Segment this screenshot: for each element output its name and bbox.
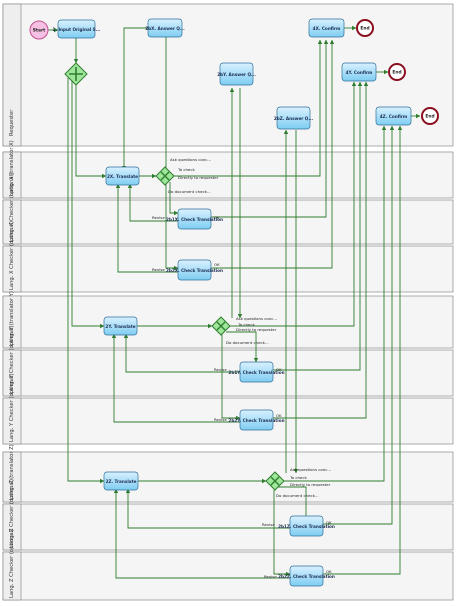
task-translate-y[interactable]: 2Y. Translate (103, 316, 138, 336)
task-label: 2b1Y. Check Translation (228, 370, 284, 375)
end-event-label: End (360, 26, 369, 32)
edge-label-ok: OK (276, 367, 282, 372)
task-label: 4X. Confirm (313, 26, 341, 31)
exclusive-gateway-y[interactable] (211, 316, 231, 336)
task-label: 1. Input Original S... (53, 27, 101, 32)
gateways (64, 62, 285, 491)
task-check2-z[interactable]: 2b2Z. Check Translation (278, 565, 335, 587)
task-check1-z[interactable]: 2b1Z. Check Translation (278, 515, 335, 537)
tasks: 1. Input Original S... 2bX. Answer Q... … (53, 18, 412, 587)
task-check2-x[interactable]: 2b2X. Check Translation (166, 259, 223, 281)
edge-label-ok: OK (214, 215, 220, 220)
task-translate-x[interactable]: 2X. Translate (105, 166, 140, 186)
edge-label-revise: Revise (152, 215, 165, 220)
lane-label: Lang. Y Checker (optional) (9, 325, 15, 394)
task-label: 2b2Y. Check Translation (228, 418, 284, 423)
edge-label-directly: Directly to requester (178, 175, 219, 180)
edge-label-ask-questions: Ask questions conc... (236, 316, 277, 321)
lane-label: Lang. Y (translator Y) (9, 291, 15, 346)
edge-label-ok: OK (214, 262, 220, 267)
task-confirm-z[interactable]: 4Z. Confirm (375, 106, 412, 126)
task-label: 2X. Translate (107, 174, 138, 179)
task-check1-y[interactable]: 2b1Y. Check Translation (228, 361, 285, 383)
lane-label: Lang. X Checker (optional) (9, 221, 15, 290)
task-label: 2bY. Answer Q... (217, 72, 256, 77)
lane-label: Requester (9, 109, 15, 136)
edge-label-revise: Revise (152, 267, 165, 272)
start-event-label: Start (33, 28, 46, 34)
task-label: 2b1X. Check Translation (166, 217, 223, 222)
task-confirm-x[interactable]: 4X. Confirm (308, 18, 345, 38)
lane-lang-x-checker-1: Lang. X Checker (optional) (2, 173, 454, 245)
lane-lang-y: Lang. Y (translator Y) (2, 291, 454, 349)
task-answer-x[interactable]: 2bX. Answer Q... (145, 18, 185, 38)
lane-lang-z-checker-2: Lang. Z Checker (optional) (2, 529, 454, 601)
task-label: 4Z. Confirm (380, 114, 408, 119)
lane-lang-z: Lang. Z (translator Z) (2, 444, 454, 503)
task-label: 2bZ. Answer Q... (274, 116, 314, 121)
task-label: 2b2X. Check Translation (166, 268, 223, 273)
task-label: 2b1Z. Check Translation (278, 524, 335, 529)
task-label: 2b2Z. Check Translation (278, 574, 335, 579)
end-event-z[interactable]: End (421, 107, 439, 125)
edge-label-revise: Revise (262, 522, 275, 527)
edge-label-revise: Revise (264, 574, 277, 579)
lane-label: Lang. Z Checker (optional) (9, 529, 15, 598)
lane-lang-x: Lang. X (translator X) (2, 140, 454, 199)
task-answer-y[interactable]: 2bY. Answer Q... (217, 62, 256, 86)
lane-lang-y-checker-2: Lang. Y Checker (optional) (2, 373, 454, 445)
end-event-label: End (425, 114, 434, 120)
swimlanes: Requester Lang. X (translator X) Lang. X… (2, 3, 454, 601)
lane-label: Lang. Z Checker (optional) (9, 479, 15, 548)
lane-lang-z-checker-1: Lang. Z Checker (optional) (2, 479, 454, 551)
edge-label-ok: OK (326, 520, 332, 525)
edge-label-ask-questions: Ask questions conc... (290, 467, 331, 472)
task-check2-y[interactable]: 2b2Y. Check Translation (228, 409, 285, 431)
exclusive-gateway-x[interactable] (155, 166, 175, 186)
edge-label-to-check: To check (177, 167, 195, 172)
edge-label-directly: Directly to requester (290, 482, 331, 487)
edge-label-ok: OK (326, 569, 332, 574)
edge-label-doc-check: Do document check... (276, 493, 319, 498)
task-confirm-y[interactable]: 4Y. Confirm (341, 62, 377, 82)
task-input-original[interactable]: 1. Input Original S... (53, 19, 101, 39)
edge-label-doc-check: Do document check... (168, 189, 211, 194)
edge-label-to-check: To check (289, 475, 307, 480)
task-check1-x[interactable]: 2b1X. Check Translation (166, 208, 223, 230)
lane-lang-x-checker-2: Lang. X Checker (optional) (2, 221, 454, 293)
edge-label-directly: Directly to requester (236, 327, 277, 332)
edge-label-doc-check: Do document check... (226, 340, 269, 345)
lane-label: Lang. X (translator X) (9, 140, 15, 196)
edge-label-revise: Revise (214, 367, 227, 372)
task-label: 2bX. Answer Q... (145, 26, 185, 31)
task-label: 2Z. Translate (106, 479, 137, 484)
start-event[interactable]: Start (29, 20, 49, 40)
task-label: 2Y. Translate (105, 324, 135, 329)
edge-label-ok: OK (276, 413, 282, 418)
parallel-gateway[interactable] (64, 62, 88, 86)
edge-label-to-check: To check (237, 322, 255, 327)
edge-label-revise: Revise (214, 417, 227, 422)
task-label: 4Y. Confirm (346, 70, 373, 75)
end-event-y[interactable]: End (388, 63, 406, 81)
lane-lang-y-checker-1: Lang. Y Checker (optional) (2, 325, 454, 397)
edge-labels: Ask questions conc... To check Directly … (152, 157, 332, 579)
task-translate-z[interactable]: 2Z. Translate (103, 471, 139, 491)
lane-label: Lang. Z (translator Z) (9, 444, 15, 500)
events: Start End End End (29, 19, 439, 125)
task-answer-z[interactable]: 2bZ. Answer Q... (274, 106, 314, 130)
exclusive-gateway-z[interactable] (265, 471, 285, 491)
edge-label-ask-questions: Ask questions conc... (170, 157, 211, 162)
lane-label: Lang. Y Checker (optional) (9, 373, 15, 442)
end-event-x[interactable]: End (356, 19, 374, 37)
end-event-label: End (392, 70, 401, 76)
lane-label: Lang. X Checker (optional) (9, 173, 15, 242)
